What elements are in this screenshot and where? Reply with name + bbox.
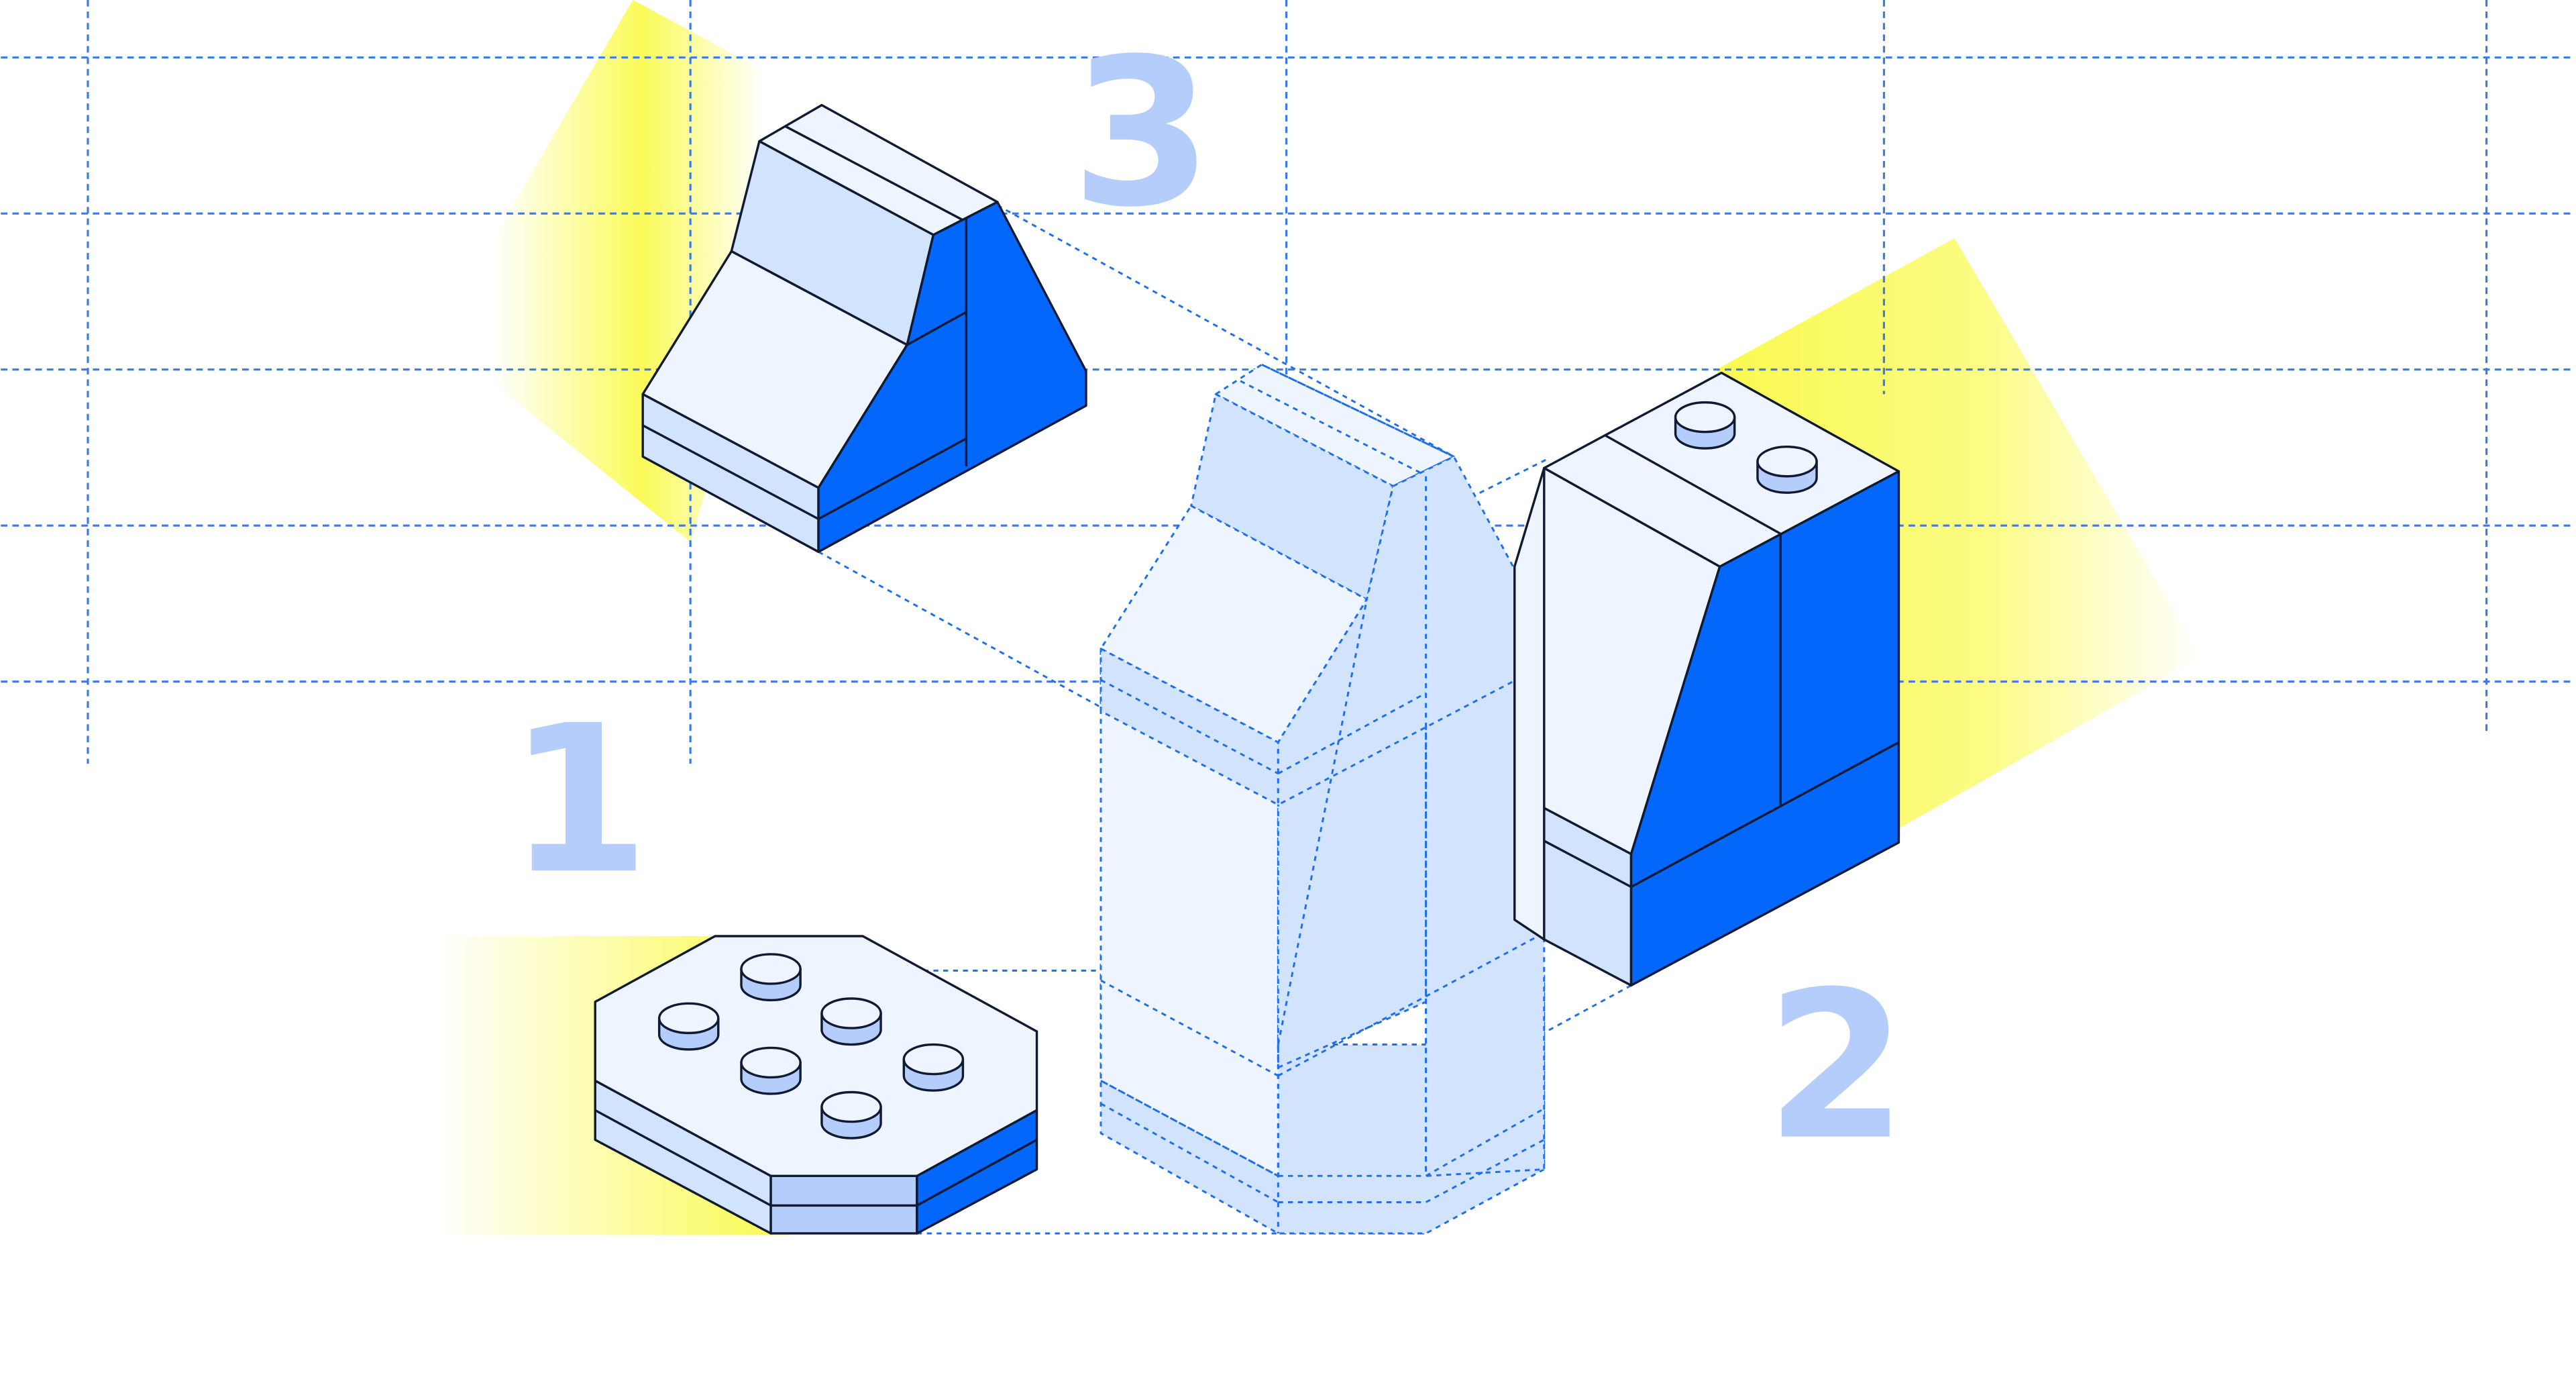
view3-edge	[906, 311, 967, 346]
view2-ghost-left	[1513, 466, 1546, 941]
view2-edge	[1630, 741, 1900, 888]
ghost-edge	[1425, 1107, 1545, 1177]
view2-stud	[1674, 401, 1736, 450]
view1-edge	[594, 1109, 771, 1207]
view1-stud	[740, 953, 802, 1002]
ghost-edge	[1277, 931, 1545, 1077]
view1-top-face	[594, 935, 1038, 1178]
view-label-2: 2	[1766, 948, 1907, 1185]
combined-ghost-object	[1099, 363, 1546, 1235]
ghost-accent-face	[1277, 455, 1546, 806]
view3-edge	[818, 437, 967, 520]
ghost-edge	[1240, 380, 1421, 474]
view1-edge	[916, 1138, 1038, 1207]
view3-edge	[785, 125, 964, 221]
highlight-view-2	[1716, 238, 2201, 829]
view3-edge	[642, 424, 819, 520]
view-3-object	[641, 103, 1087, 554]
view2-stud	[1756, 445, 1818, 494]
view-label-3: 3	[1071, 14, 1213, 252]
view1-stud	[902, 1043, 965, 1092]
ghost-edge	[1277, 599, 1368, 1045]
projection-line	[997, 204, 1454, 458]
ghost-edge	[1425, 1139, 1545, 1203]
ghost-edge	[1100, 1103, 1279, 1203]
ghost-edge	[1100, 678, 1279, 775]
view3-accent-face	[817, 201, 1087, 554]
view2-accent-face	[1629, 470, 1900, 987]
view-1-object	[594, 935, 1038, 1235]
ghost-edge	[1261, 363, 1454, 458]
ghost-top-face	[1214, 363, 1455, 487]
ghost-edge	[1100, 979, 1279, 1077]
view1-stud	[820, 997, 882, 1046]
view-label-1: 1	[508, 681, 649, 919]
view1-stud	[657, 1002, 720, 1051]
view1-stud	[740, 1046, 802, 1095]
view-2-object	[1513, 371, 1900, 987]
view1-stud	[820, 1090, 882, 1139]
view2-edge	[1543, 840, 1632, 888]
projection-line	[1453, 458, 1546, 507]
view2-edge	[1604, 434, 1782, 535]
ghost-edge	[1100, 1080, 1279, 1177]
ghost-edge	[1277, 692, 1427, 775]
